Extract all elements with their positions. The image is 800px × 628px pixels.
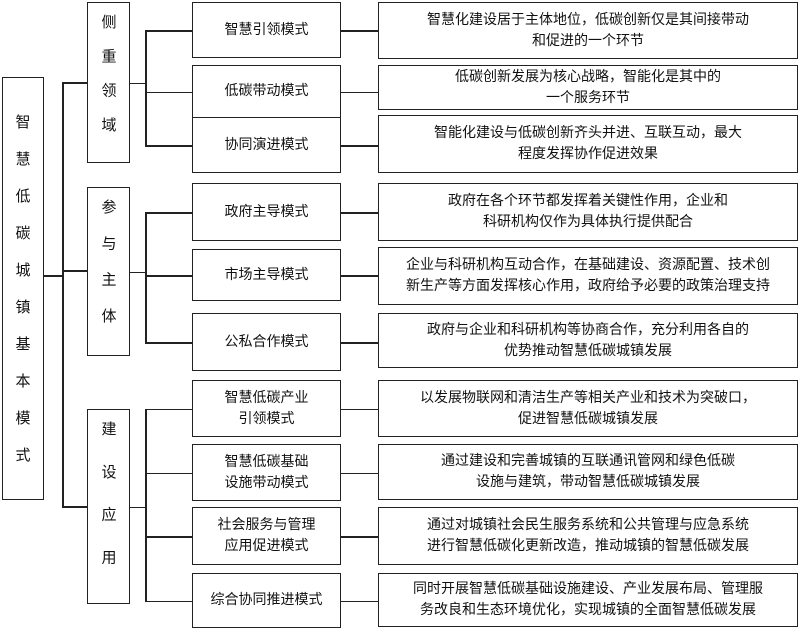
connector-line — [340, 145, 378, 147]
mode-label: 智慧低碳产业 引领模式 — [224, 389, 309, 427]
description-line: 低碳创新发展为核心战略，智能化是其中的 — [455, 68, 721, 85]
connector-line — [129, 82, 145, 84]
mode-label: 智慧引领模式 — [224, 21, 309, 38]
connector-line — [145, 91, 192, 93]
connector-line — [62, 82, 64, 507]
description-line: 同时开展智慧低碳基础设施建设、产业发展布局、管理服 — [413, 581, 763, 597]
category-participants: 参与主体 — [87, 187, 130, 356]
description-line: 政府在各个环节都发挥着关键性作用，企业和 — [448, 193, 728, 209]
mode-description-box: 智慧化建设居于主体地位，低碳创新仅是其间接带动和促进的一个环节 — [378, 2, 798, 59]
mode-box: 政府主导模式 — [192, 183, 341, 241]
char: 智 — [15, 112, 31, 131]
connector-line — [145, 536, 192, 538]
char: 低 — [15, 186, 31, 205]
connector-line — [340, 30, 378, 32]
description-line: 一个服务环节 — [546, 89, 630, 106]
mode-description-box: 政府与企业和科研机构等协商合作，充分利用各自的优势推动智慧低碳城镇发展 — [378, 313, 798, 368]
mode-label: 低碳带动模式 — [224, 83, 309, 99]
description-line: 进行智慧低碳化更新改造，推动城镇的智慧低碳发展 — [427, 538, 749, 554]
category-focus-area: 侧重领域 — [87, 2, 130, 163]
mode-description-box: 同时开展智慧低碳基础设施建设、产业发展布局、管理服务改良和生态环境优化，实现城镇… — [378, 573, 798, 627]
connector-line — [145, 145, 192, 147]
mode-label: 公私合作模式 — [224, 333, 309, 350]
mode-label: 智慧低碳基础 设施带动模式 — [224, 453, 309, 491]
mode-box: 智慧低碳基础 设施带动模式 — [192, 444, 341, 501]
connector-line — [340, 408, 378, 410]
mode-box: 市场主导模式 — [192, 249, 341, 301]
connector-line — [145, 30, 192, 32]
description-line: 新生产等方面发挥核心作用，政府给予必要的政策治理支持 — [406, 278, 770, 294]
root-box: 智慧低碳城镇基本模式 — [2, 77, 44, 500]
connector-line — [145, 30, 147, 145]
char: 式 — [15, 445, 31, 464]
description-line: 优势推动智慧低碳城镇发展 — [504, 342, 672, 359]
description-line: 设施与建筑，带动智慧低碳城镇发展 — [476, 474, 700, 490]
description-line: 通过对城镇社会民生服务系统和公共管理与应急系统 — [427, 517, 749, 533]
connector-line — [145, 212, 192, 214]
connector-line — [145, 408, 192, 410]
description-line: 政府与企业和科研机构等协商合作，充分利用各自的 — [427, 321, 749, 338]
description-line: 程度发挥协作促进效果 — [518, 146, 658, 162]
mode-box: 综合协同推进模式 — [192, 573, 341, 628]
connector-line — [62, 270, 87, 272]
mode-label: 综合协同推进模式 — [210, 592, 323, 608]
connector-line — [340, 342, 378, 344]
connector-line — [62, 506, 87, 508]
connector-line — [62, 82, 87, 84]
mode-box: 智慧引领模式 — [192, 2, 341, 58]
mode-box: 公私合作模式 — [192, 313, 341, 371]
connector-line — [145, 600, 192, 602]
description-line: 智慧化建设居于主体地位，低碳创新仅是其间接带动 — [427, 11, 749, 28]
char: 模 — [15, 408, 31, 427]
category-label: 参与主体 — [99, 199, 118, 344]
char: 碳 — [15, 223, 31, 242]
description-line: 以发展物联网和清洁生产等相关产业和技术为突破口， — [420, 389, 756, 406]
mode-description-box: 低碳创新发展为核心战略，智能化是其中的一个服务环节 — [378, 65, 798, 110]
mode-description-box: 通过对城镇社会民生服务系统和公共管理与应急系统进行智慧低碳化更新改造，推动城镇的… — [378, 507, 798, 565]
mode-box: 社会服务与管理 应用促进模式 — [192, 507, 341, 565]
description-line: 促进智慧低碳城镇发展 — [518, 410, 658, 427]
description-line: 通过建设和完善城镇的互联通讯管网和绿色低碳 — [441, 453, 735, 469]
description-line: 智能化建设与低碳创新齐头并进、互联互动，最大 — [434, 125, 742, 141]
mode-label: 社会服务与管理 应用促进模式 — [217, 517, 316, 554]
char: 基 — [15, 334, 31, 353]
mode-description-box: 政府在各个环节都发挥着关键性作用，企业和科研机构仅作为具体执行提供配合 — [378, 183, 798, 241]
connector-line — [145, 212, 147, 342]
mode-box: 智慧低碳产业 引领模式 — [192, 380, 341, 437]
mode-box: 协同演进模式 — [192, 117, 341, 173]
mode-box: 低碳带动模式 — [192, 65, 341, 118]
mode-description-box: 以发展物联网和清洁生产等相关产业和技术为突破口， 促进智慧低碳城镇发展 — [378, 380, 798, 437]
connector-line — [340, 275, 378, 277]
connector-line — [145, 342, 192, 344]
connector-line — [340, 600, 378, 602]
connector-line — [129, 506, 145, 508]
mode-description-box: 通过建设和完善城镇的互联通讯管网和绿色低碳设施与建筑，带动智慧低碳城镇发展 — [378, 444, 798, 500]
connector-line — [340, 536, 378, 538]
connector-line — [43, 275, 63, 277]
mode-description-box: 智能化建设与低碳创新齐头并进、互联互动，最大程度发挥协作促进效果 — [378, 115, 798, 173]
mode-label: 政府主导模式 — [224, 203, 309, 220]
description-line: 和促进的一个环节 — [532, 32, 644, 49]
connector-line — [129, 271, 145, 273]
char: 城 — [15, 260, 31, 279]
char: 镇 — [15, 297, 31, 316]
char: 本 — [15, 371, 31, 390]
description-line: 务改良和生态环境优化，实现城镇的全面智慧低碳发展 — [420, 602, 756, 618]
description-line: 企业与科研机构互动合作，在基础建设、资源配置、技术创 — [406, 257, 770, 273]
connector-line — [340, 472, 378, 474]
char: 慧 — [15, 149, 31, 168]
category-application: 建设应用 — [87, 409, 130, 604]
connector-line — [340, 212, 378, 214]
connector-line — [145, 408, 147, 601]
category-label: 建设应用 — [99, 421, 118, 592]
mode-label: 市场主导模式 — [224, 266, 309, 283]
category-label: 侧重领域 — [99, 14, 118, 151]
mode-description-box: 企业与科研机构互动合作，在基础建设、资源配置、技术创新生产等方面发挥核心作用，政… — [378, 247, 798, 305]
mode-label: 协同演进模式 — [224, 136, 309, 153]
description-line: 科研机构仅作为具体执行提供配合 — [483, 214, 693, 230]
connector-line — [340, 91, 378, 93]
connector-line — [145, 472, 192, 474]
connector-line — [145, 275, 192, 277]
